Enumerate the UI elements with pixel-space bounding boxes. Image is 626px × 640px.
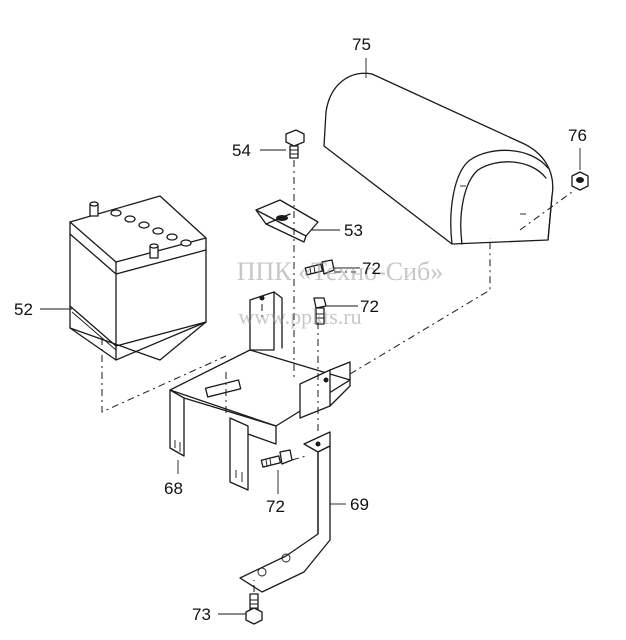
watermark-line1: ППК «Техно-Сиб»	[237, 257, 444, 286]
callout-73: 73	[192, 605, 211, 624]
callout-72-middle: 72	[360, 297, 379, 316]
battery	[69, 195, 207, 361]
watermark-line2: www.ppkts.ru	[238, 304, 361, 329]
battery-cover	[323, 72, 554, 245]
retainer-clamp	[255, 199, 319, 243]
nut-76	[571, 171, 589, 191]
watermark: ППК «Техно-Сиб» www.ppkts.ru	[237, 257, 444, 329]
callout-68: 68	[164, 479, 183, 498]
callout-53: 53	[344, 221, 363, 240]
bolt-54	[285, 129, 305, 159]
assembly-lines	[101, 160, 573, 592]
bolt-73	[245, 593, 263, 625]
rear-stay	[239, 431, 331, 593]
callout-52: 52	[14, 300, 33, 319]
main-bracket	[169, 291, 351, 491]
bolt-72-lower	[260, 449, 293, 468]
callout-labels: 75 76 54 53 72 52 72 68 72 69 73	[14, 35, 587, 624]
callout-75: 75	[352, 35, 371, 54]
callout-76: 76	[568, 126, 587, 145]
bolt-72-upper	[304, 259, 335, 276]
callout-54: 54	[232, 141, 251, 160]
callout-69: 69	[350, 495, 369, 514]
callout-72-upper: 72	[362, 259, 381, 278]
leader-lines	[40, 58, 581, 615]
callout-72-lower: 72	[266, 497, 285, 516]
